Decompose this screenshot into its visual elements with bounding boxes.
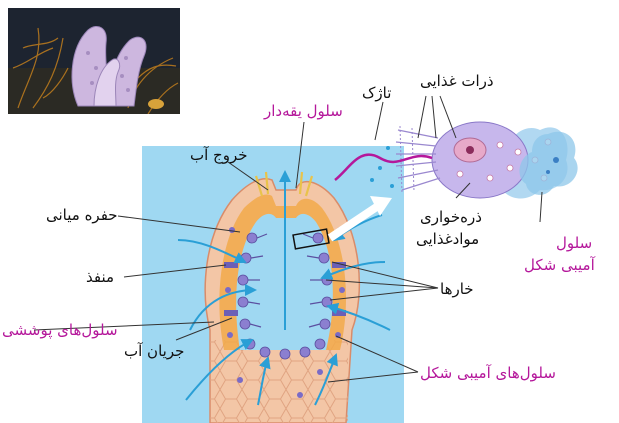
label-amoeboid-cells: سلول‌های آمیبی شکل	[420, 364, 556, 382]
label-spicules: خارها	[440, 280, 474, 298]
label-phagocytosis-1: ذره‌خواری	[420, 208, 482, 226]
label-phagocytosis-2: موادغذایی	[416, 230, 479, 248]
label-water-outflow: خروج آب	[190, 146, 248, 164]
label-food-particles: ذرات غذایی	[420, 72, 494, 90]
label-amoeboid-cell-1: سلول	[556, 234, 592, 252]
label-collar-cell: سلول یقه‌دار	[264, 102, 343, 120]
label-water-current: جریان آب	[124, 342, 184, 360]
label-amoeboid-cell-2: آمیبی شکل	[524, 256, 595, 274]
label-pore: منفذ	[86, 268, 114, 286]
label-flagellum: تاژک	[362, 84, 391, 102]
label-covering-cells: سلول‌های پوششی	[2, 321, 118, 339]
label-central-cavity: حفره میانی	[46, 206, 118, 224]
